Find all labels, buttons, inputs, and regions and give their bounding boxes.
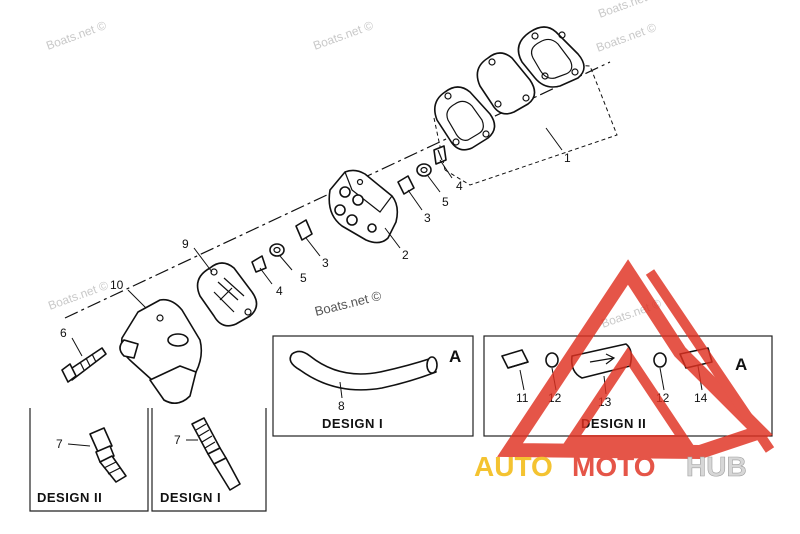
callout-3-lower: 3 <box>322 256 329 270</box>
callout-3-upper: 3 <box>424 211 431 225</box>
callout-4-lower: 4 <box>276 284 283 298</box>
design-label: DESIGN I <box>160 490 221 505</box>
fitting-7-design-1 <box>191 417 221 455</box>
clamp-12-right <box>653 352 667 368</box>
panel-design-1-fitting: DESIGN I <box>151 408 267 512</box>
logo-triangle <box>497 259 773 460</box>
screw-6 <box>61 347 107 383</box>
center-watermark: Boats.net © <box>313 288 383 319</box>
logo-inner-triangle <box>562 346 694 445</box>
watermark: Boats.net © <box>594 20 658 55</box>
watermark: Boats.net © <box>311 18 375 53</box>
elbow-housing-10 <box>119 298 203 404</box>
panel-design-2-fitting: DESIGN II <box>29 408 149 512</box>
gasket-plate-3 <box>434 86 496 151</box>
check-valve-3-lower <box>295 219 313 241</box>
callout-7-design-2: 7 <box>56 437 63 451</box>
callout-8: 8 <box>338 399 345 413</box>
marker-a: A <box>449 347 461 366</box>
check-valve-3-upper <box>397 175 415 195</box>
callout-5-upper: 5 <box>442 195 449 209</box>
logo-text-moto: MOTO <box>572 451 655 482</box>
screw-4-lower <box>251 255 267 273</box>
design-label: DESIGN I <box>322 416 383 431</box>
watermark: Boats.net © <box>46 278 110 313</box>
marker-a: A <box>735 355 747 374</box>
logo-text-auto: AUTO <box>474 451 553 482</box>
callout-5-lower: 5 <box>300 271 307 285</box>
design-label: DESIGN II <box>581 416 646 431</box>
callout-10: 10 <box>110 278 124 292</box>
clamp-12-left <box>545 352 559 368</box>
gasket-plate-2 <box>476 52 536 115</box>
callout-2: 2 <box>402 248 409 262</box>
screw-4-upper <box>433 145 447 165</box>
fitting-7-design-2 <box>89 427 113 453</box>
callout-11: 11 <box>516 391 529 405</box>
panel-design-1-hose: A DESIGN I <box>272 335 474 437</box>
gasket-plate-1 <box>517 26 585 88</box>
hose-8 <box>289 350 437 391</box>
gasket-9 <box>196 262 258 327</box>
watermark: Boats.net © <box>596 0 660 21</box>
callout-7-design-1: 7 <box>174 433 181 447</box>
pump-body-2 <box>328 169 399 244</box>
callout-14: 14 <box>694 391 708 405</box>
design-label: DESIGN II <box>37 490 102 505</box>
callout-4-upper: 4 <box>456 179 463 193</box>
watermark: Boats.net © <box>44 18 108 53</box>
callout-1: 1 <box>564 151 571 165</box>
callout-6: 6 <box>60 326 67 340</box>
callout-9: 9 <box>182 237 189 251</box>
washer-5-lower <box>269 243 285 257</box>
washer-5-upper <box>416 163 432 177</box>
logo-text-hub: HUB <box>686 451 747 482</box>
automotohub-logo: AUTO MOTO HUB <box>474 259 775 482</box>
